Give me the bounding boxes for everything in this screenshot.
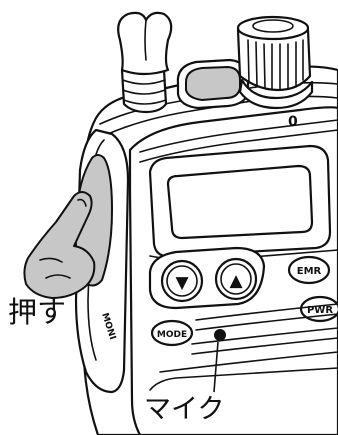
front-groove-2 — [139, 129, 338, 163]
front-groove-1 — [139, 119, 338, 153]
mode-button[interactable] — [150, 319, 194, 347]
finger-nail — [77, 198, 87, 207]
mic-hole — [214, 329, 226, 341]
pressing-finger — [23, 191, 96, 299]
mic-leader-line — [213, 341, 219, 393]
antenna-ring-2 — [122, 89, 166, 95]
grille-slot-4 — [191, 337, 338, 355]
mic-callout-label: マイク — [144, 394, 225, 425]
antenna-ring-3 — [123, 99, 167, 105]
down-button[interactable] — [160, 259, 204, 303]
antenna-base — [120, 68, 168, 114]
up-button-inner — [220, 263, 252, 295]
finger-crease-1 — [39, 257, 63, 263]
antenna-tip-crease — [144, 19, 147, 61]
mode-button-label: MODE — [157, 330, 187, 340]
push-callout-label: 押す — [8, 295, 67, 329]
down-button-inner — [166, 265, 198, 297]
emr-button[interactable] — [287, 255, 331, 285]
lcd-screen — [166, 164, 314, 240]
down-arrow-icon: ▼ — [175, 273, 189, 293]
pwr-button-label: PWR — [307, 305, 333, 316]
finger-crease-2 — [45, 274, 71, 279]
grille-slot-5 — [159, 351, 338, 373]
lower-body-curve — [149, 367, 338, 391]
volume-knob-top-inner — [252, 19, 294, 33]
indicator-mark: 0 — [288, 114, 298, 130]
antenna-ring-1 — [122, 79, 166, 85]
volume-knob-base — [238, 78, 314, 110]
grille-slot-1 — [195, 303, 338, 321]
up-arrow-icon: ▲ — [229, 271, 243, 291]
emr-button-label: EMR — [297, 266, 322, 277]
radio-top-edge — [99, 81, 338, 125]
grille-slot-2 — [195, 313, 338, 331]
top-cap-inner — [185, 66, 241, 101]
up-button[interactable] — [214, 257, 258, 301]
volume-knob-ridges — [247, 39, 304, 90]
grille-slot-3 — [191, 327, 338, 345]
